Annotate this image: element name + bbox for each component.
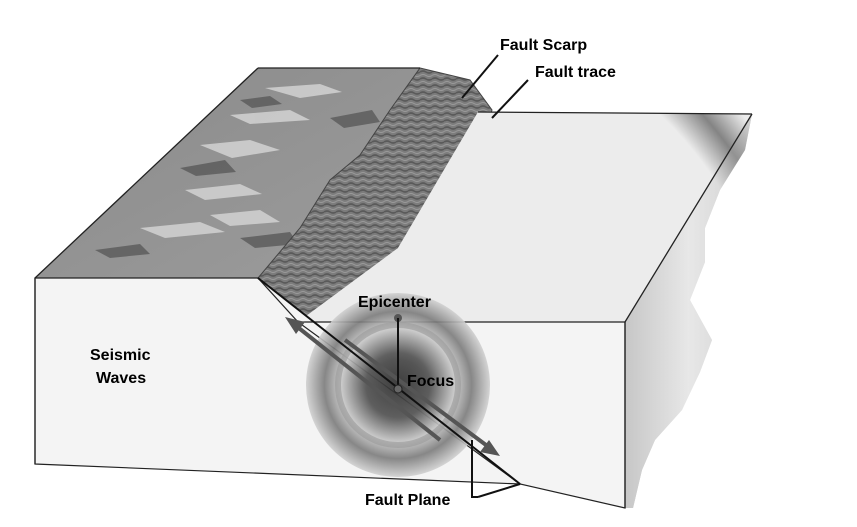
left-block-top xyxy=(35,68,420,278)
slip-arrow-up xyxy=(285,317,442,442)
label-focus: Focus xyxy=(407,373,454,390)
focus-dot xyxy=(393,384,403,394)
label-epicenter: Epicenter xyxy=(358,294,431,311)
slip-arrow-down xyxy=(343,338,500,456)
label-seismic-waves-1: Seismic xyxy=(90,347,151,364)
leader-lines xyxy=(461,54,529,498)
label-fault-scarp: Fault Scarp xyxy=(500,37,587,54)
fault-plane-line xyxy=(257,277,521,485)
label-fault-plane: Fault Plane xyxy=(365,492,450,509)
label-seismic-waves-2: Waves xyxy=(96,370,146,387)
label-fault-trace: Fault trace xyxy=(535,64,616,81)
block-outlines xyxy=(34,67,753,508)
